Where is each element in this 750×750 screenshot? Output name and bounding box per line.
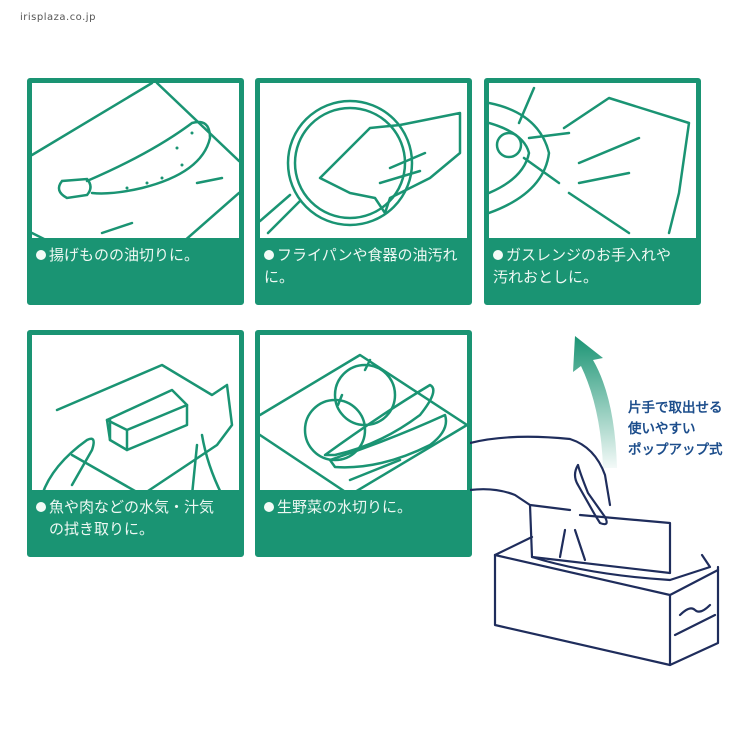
bullet-icon [36, 250, 46, 260]
caption-line1: 生野菜の水切りに。 [277, 498, 413, 516]
caption-line2: 汚れおとしに。 [493, 268, 599, 286]
caption: 魚や肉などの水気・汁気 の拭き取りに。 [32, 490, 239, 552]
caption: 生野菜の水切りに。 [260, 490, 467, 552]
caption-line2: の拭き取りに。 [49, 520, 155, 538]
caption-line1: 魚や肉などの水気・汁気 [49, 498, 215, 516]
watermark: irisplaza.co.jp [20, 12, 96, 23]
fried-shrimp-illustration [32, 83, 239, 243]
usage-panel-gas-stove: ガスレンジのお手入れや 汚れおとしに。 [484, 78, 701, 305]
popup-feature-text: 片手で取出せる 使いやすい ポップアップ式 [628, 398, 723, 461]
frying-pan-illustration [260, 99, 462, 235]
caption-line1: ガスレンジのお手入れや [506, 246, 672, 264]
bullet-icon [36, 502, 46, 512]
caption: 揚げものの油切りに。 [32, 238, 239, 300]
popup-feature-line1: 片手で取出せる [628, 400, 723, 416]
caption: ガスレンジのお手入れや 汚れおとしに。 [489, 238, 696, 300]
bullet-icon [493, 250, 503, 260]
usage-panel-fish-meat: 魚や肉などの水気・汁気 の拭き取りに。 [27, 330, 244, 557]
caption-line1: 揚げものの油切りに。 [49, 246, 200, 264]
gas-stove-illustration [489, 86, 691, 235]
popup-feature-line3: ポップアップ式 [628, 442, 723, 458]
up-arrow-curved-icon [573, 336, 617, 468]
usage-panel-vegetables: 生野菜の水切りに。 [255, 330, 472, 557]
usage-panel-fried-food: 揚げものの油切りに。 [27, 78, 244, 305]
caption-line1: フライパンや食器の油汚れに。 [264, 246, 458, 286]
vegetables-illustration [260, 353, 467, 495]
popup-feature-line2: 使いやすい [628, 421, 696, 437]
fish-meat-illustration [40, 363, 234, 495]
bullet-icon [264, 502, 274, 512]
popup-box-illustration [470, 435, 720, 667]
caption: フライパンや食器の油汚れに。 [260, 238, 467, 300]
usage-panel-frying-pan: フライパンや食器の油汚れに。 [255, 78, 472, 305]
bullet-icon [264, 250, 274, 260]
